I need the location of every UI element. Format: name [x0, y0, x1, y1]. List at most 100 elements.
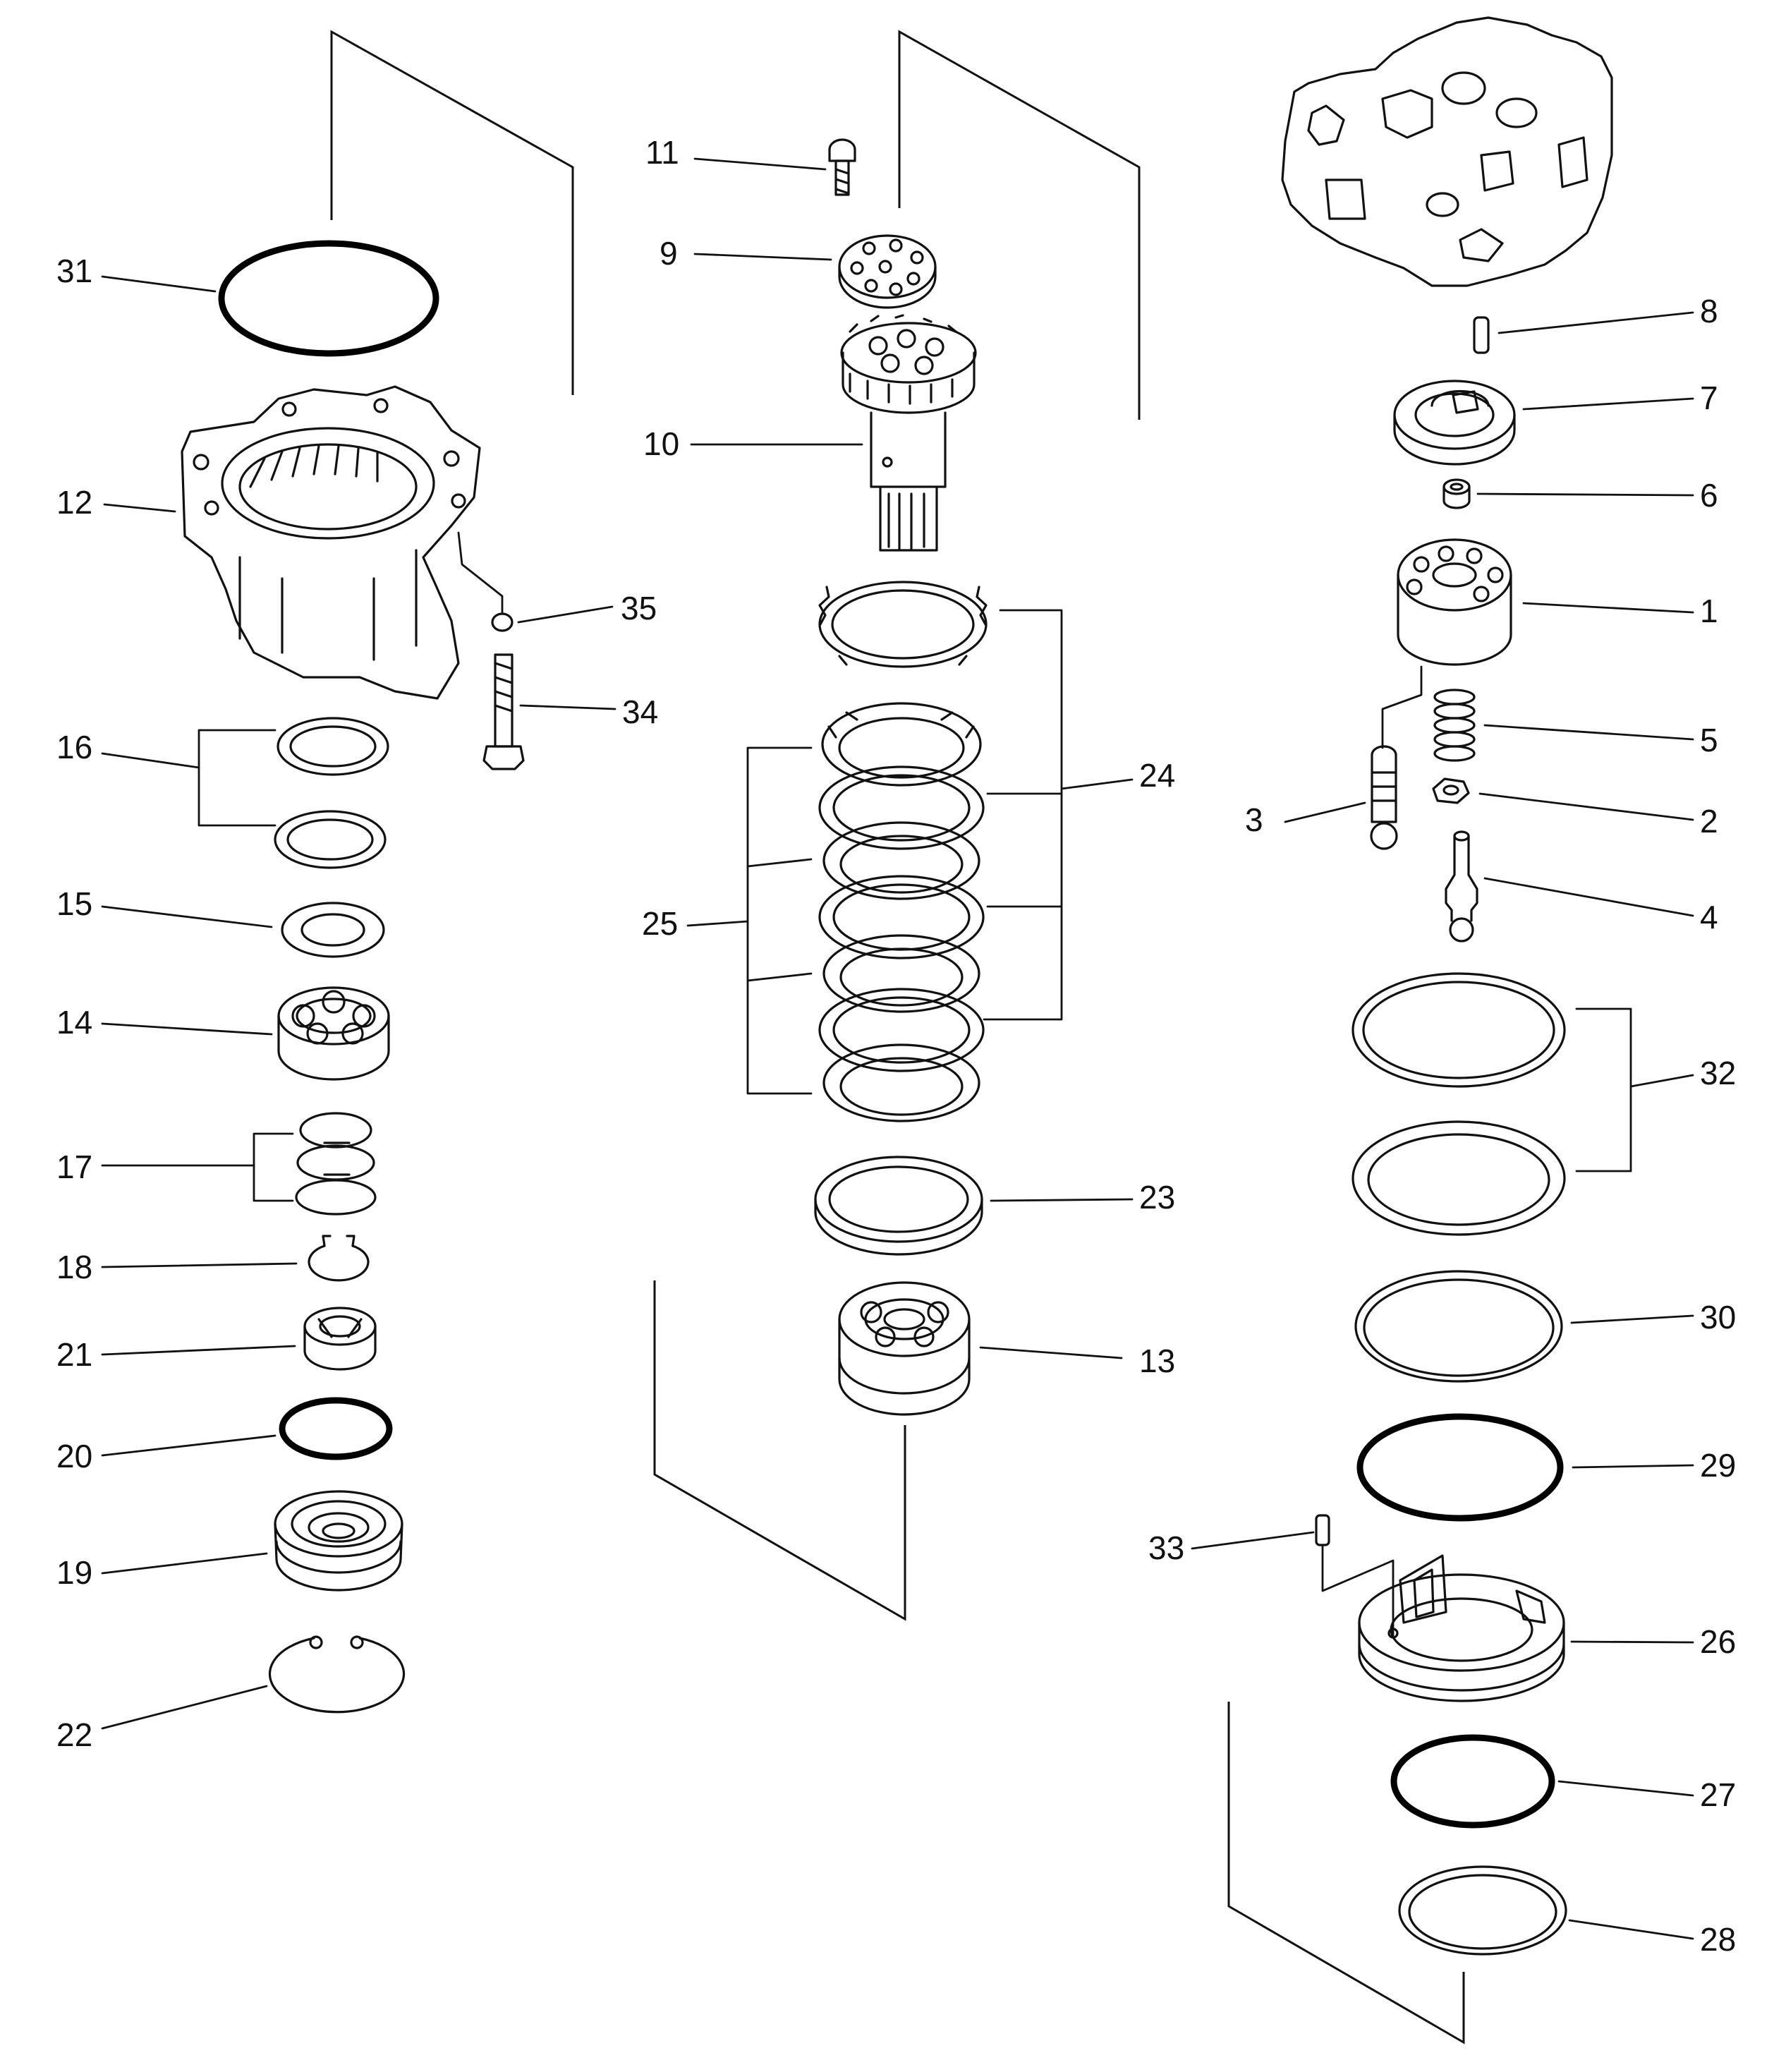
callout-20: 20: [56, 1438, 92, 1474]
leader-28: [1568, 1919, 1694, 1940]
callout-22: 22: [56, 1716, 92, 1753]
leader-20: [101, 1434, 277, 1457]
gear-shaft-10: [840, 314, 977, 552]
callout-1: 1: [1700, 593, 1718, 629]
group-bracket-right-bottom: [1227, 1702, 1465, 2044]
leader-12: [103, 503, 176, 513]
washer-35: [491, 612, 514, 632]
bolt-34: [482, 653, 525, 770]
spring-5: [1433, 689, 1476, 762]
bearing-13: [838, 1281, 971, 1416]
callout-19: 19: [56, 1554, 92, 1591]
callout-5: 5: [1700, 722, 1718, 758]
link-33-26: [1321, 1544, 1395, 1638]
leader-9: [693, 253, 832, 261]
ring-32-b: [1351, 1120, 1566, 1236]
valve-plate-9: [838, 234, 937, 309]
callout-21: 21: [56, 1336, 92, 1373]
valve-plate-7: [1393, 380, 1516, 466]
collars-17: [295, 1112, 377, 1216]
separator-plate-25-b: [822, 821, 980, 900]
leader-32: [1629, 1074, 1694, 1088]
leader-7: [1522, 397, 1694, 411]
leader-31: [101, 275, 217, 293]
leader-16: [101, 752, 200, 769]
leader-13: [979, 1346, 1123, 1359]
bracket-16: [198, 729, 277, 827]
callout-10: 10: [643, 425, 679, 462]
cover-26: [1358, 1554, 1565, 1702]
group-bracket-center-top: [898, 30, 1141, 420]
callout-26: 26: [1700, 1623, 1736, 1660]
leader-35b: [517, 605, 614, 624]
leader-3: [1284, 801, 1366, 823]
callout-13: 13: [1139, 1343, 1175, 1379]
leader-33: [1191, 1531, 1315, 1550]
housing-12: [181, 385, 481, 700]
callout-4: 4: [1700, 899, 1718, 935]
callout-23: 23: [1139, 1179, 1175, 1216]
callout-27: 27: [1700, 1776, 1736, 1813]
snap-ring-18: [308, 1235, 370, 1282]
o-ring-29: [1356, 1413, 1564, 1522]
callout-15: 15: [56, 885, 92, 922]
leader-lines: [101, 157, 1694, 1940]
circlip-22: [268, 1635, 406, 1714]
ring-30: [1354, 1270, 1563, 1383]
bracket-17: [253, 1132, 294, 1202]
leader-34: [519, 704, 616, 710]
callout-12: 12: [56, 484, 92, 521]
callout-34: 34: [622, 693, 658, 730]
friction-plate-24-d: [818, 988, 985, 1072]
o-ring-20: [279, 1397, 393, 1460]
callout-6: 6: [1700, 477, 1718, 514]
cylinder-block-1: [1397, 538, 1512, 666]
separator-plate-25-a: [821, 702, 982, 787]
leader-24: [1060, 778, 1134, 790]
piston-3: [1370, 745, 1398, 850]
leader-2: [1478, 792, 1694, 821]
leader-15: [101, 905, 273, 928]
leader-6: [1476, 492, 1694, 497]
leader-5: [1483, 724, 1694, 741]
leader-30: [1570, 1314, 1694, 1324]
bracket-24: [983, 609, 1063, 1021]
group-bracket-left: [330, 30, 574, 395]
leader-35: [457, 531, 504, 615]
piston-cap-19: [274, 1490, 403, 1592]
leader-11: [693, 157, 827, 171]
leader-1: [1522, 602, 1694, 614]
callout-29: 29: [1700, 1447, 1736, 1484]
plate-23: [814, 1156, 983, 1256]
bracket-32: [1575, 1007, 1632, 1173]
leader-18: [101, 1262, 298, 1268]
bracket-25-mid2: [746, 972, 813, 982]
callout-7: 7: [1700, 380, 1718, 416]
nut-2: [1432, 777, 1470, 804]
leader-8: [1498, 311, 1694, 334]
bushing-21: [303, 1307, 377, 1371]
bushing-6: [1442, 478, 1471, 509]
callout-24: 24: [1139, 757, 1175, 794]
callout-25: 25: [642, 905, 678, 942]
callout-28: 28: [1700, 1921, 1736, 1958]
leader-21: [101, 1345, 296, 1356]
friction-plate-24-a: [818, 581, 988, 668]
leader-14: [101, 1022, 273, 1036]
callout-33: 33: [1148, 1529, 1184, 1566]
callout-17: 17: [56, 1149, 92, 1185]
separator-plate-25-d: [822, 1043, 980, 1122]
leader-27: [1557, 1780, 1694, 1797]
callout-3: 3: [1245, 801, 1263, 838]
spacer-15: [281, 902, 385, 958]
valve-body: [1281, 16, 1613, 287]
leader-22: [101, 1685, 268, 1730]
callout-32: 32: [1700, 1055, 1736, 1091]
leader-4: [1483, 877, 1694, 917]
callout-labels: 31 12 35 34 16 15 14 17 18 21 20 19 22 1…: [56, 134, 1736, 1958]
callout-18: 18: [56, 1249, 92, 1285]
callout-31: 31: [56, 253, 92, 289]
callout-9: 9: [660, 235, 678, 272]
